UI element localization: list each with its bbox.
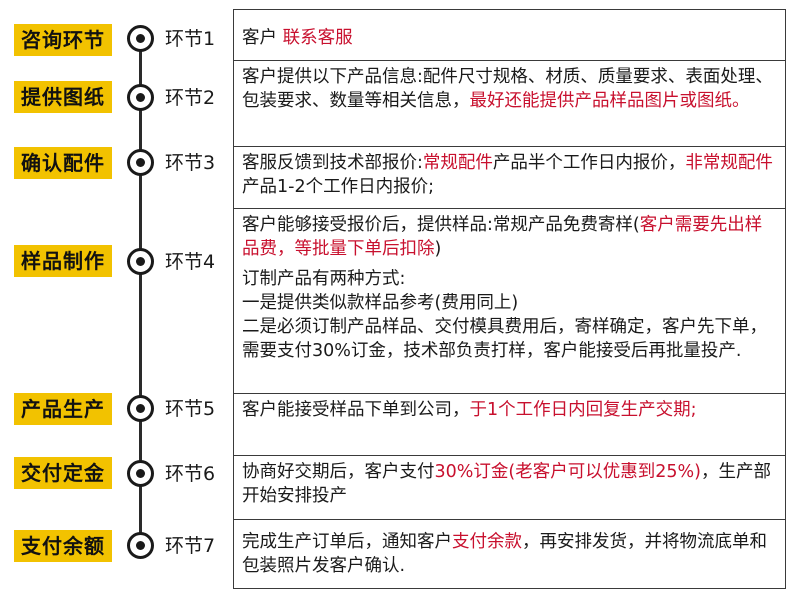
row-text: 客户能够接受报价后，提供样品:常规产品免费寄样(客户需要先出样品费，等批量下单后…: [242, 213, 777, 261]
timeline-node-icon: [127, 460, 154, 487]
row-text: 一是提供类似款样品参考(费用同上): [242, 293, 519, 313]
step-label: 环节6: [165, 463, 216, 485]
step-badge-consult: 咨询环节: [14, 24, 112, 56]
row-consult: 客户 联系客服: [234, 10, 785, 61]
row-drawings: 客户提供以下产品信息:配件尺寸规格、材质、质量要求、表面处理、包装要求、数量等相…: [234, 61, 785, 147]
text-span: 客户: [242, 28, 283, 48]
node-dot-icon: [136, 93, 145, 102]
step-label: 环节3: [165, 152, 216, 174]
highlight-span: 客户需要先出样品费，等批量下单后扣除: [242, 215, 763, 259]
timeline-node-icon: [127, 395, 154, 422]
timeline-node-icon: [127, 25, 154, 52]
step-label: 环节5: [165, 398, 216, 420]
timeline-node-icon: [127, 84, 154, 111]
row-balance: 完成生产订单后，通知客户支付余款，再安排发货，并将物流底单和包装照片发客户确认.: [234, 520, 785, 588]
row-text: 协商好交期后，客户支付30%订金(老客户可以优惠到25%)，生产部开始安排投产: [242, 460, 777, 508]
step-label: 环节7: [165, 535, 216, 557]
node-dot-icon: [136, 541, 145, 550]
row-deposit: 协商好交期后，客户支付30%订金(老客户可以优惠到25%)，生产部开始安排投产: [234, 456, 785, 520]
text-span: 产品半个工作日内报价，: [492, 153, 686, 173]
row-production: 客户能接受样品下单到公司，于1个工作日内回复生产交期;: [234, 394, 785, 456]
text-span: 客户能够接受报价后，提供样品:常规产品免费寄样(: [242, 215, 640, 235]
process-table: 客户 联系客服 客户提供以下产品信息:配件尺寸规格、材质、质量要求、表面处理、包…: [233, 9, 786, 589]
node-dot-icon: [136, 257, 145, 266]
timeline-node-icon: [127, 532, 154, 559]
highlight-span: 支付余款: [452, 532, 522, 552]
timeline-node-icon: [127, 248, 154, 275]
text-span: 完成生产订单后，通知客户: [242, 532, 452, 552]
text-span: 客户提供以下产品信息:配件尺寸规格、材质、质量要求、表面处理、包装要求、数量等相…: [242, 67, 773, 111]
step-label: 环节2: [165, 87, 216, 109]
text-span: 客户能接受样品下单到公司，: [242, 400, 470, 420]
highlight-span: 30%订金(老客户可以优惠到25%): [434, 462, 701, 482]
row-sample-making: 客户能够接受报价后，提供样品:常规产品免费寄样(客户需要先出样品费，等批量下单后…: [234, 209, 785, 394]
contact-service-link[interactable]: 联系客服: [282, 28, 353, 48]
highlight-span: 于1个工作日内回复生产交期;: [469, 400, 697, 420]
node-dot-icon: [136, 158, 145, 167]
step-badge-deposit: 交付定金: [14, 457, 112, 489]
row-text: 客户 联系客服: [242, 26, 777, 50]
timeline-node-icon: [127, 149, 154, 176]
step-badge-production: 产品生产: [14, 393, 112, 425]
row-text: 客服反馈到技术部报价:常规配件产品半个工作日内报价，非常规配件产品1-2个工作日…: [242, 151, 777, 199]
row-confirm-parts: 客服反馈到技术部报价:常规配件产品半个工作日内报价，非常规配件产品1-2个工作日…: [234, 147, 785, 209]
row-text: 客户能接受样品下单到公司，于1个工作日内回复生产交期;: [242, 398, 777, 422]
row-text: 完成生产订单后，通知客户支付余款，再安排发货，并将物流底单和包装照片发客户确认.: [242, 530, 777, 578]
text-span: ，再安排发货，并将物流底单和包装照片发客户确认.: [242, 532, 767, 576]
row-text: 客户提供以下产品信息:配件尺寸规格、材质、质量要求、表面处理、包装要求、数量等相…: [242, 65, 777, 113]
node-dot-icon: [136, 404, 145, 413]
text-span: 客服反馈到技术部报价:: [242, 153, 423, 173]
node-dot-icon: [136, 34, 145, 43]
text-span: ，生产部开始安排投产: [242, 462, 771, 506]
row-text: 二是必须订制产品样品、交付模具费用后，寄样确定，客户先下单，需要支付30%订金，…: [242, 317, 767, 361]
text-span: 协商好交期后，客户支付: [242, 462, 435, 482]
step-badge-drawings: 提供图纸: [14, 81, 112, 113]
step-label: 环节1: [165, 28, 216, 50]
highlight-span: 常规配件: [422, 153, 493, 173]
node-dot-icon: [136, 469, 145, 478]
text-span: 产品1-2个工作日内报价;: [242, 177, 434, 197]
highlight-span: 最好还能提供产品样品图片或图纸。: [469, 91, 750, 111]
step-badge-balance: 支付余额: [14, 530, 112, 562]
row-text: 订制产品有两种方式:: [242, 269, 406, 289]
step-badge-confirm-parts: 确认配件: [14, 147, 112, 179]
text-span: ): [434, 239, 442, 259]
highlight-span: 非常规配件: [685, 153, 773, 173]
step-label: 环节4: [165, 251, 216, 273]
timeline-line: [139, 36, 142, 544]
step-badge-sample-making: 样品制作: [14, 245, 112, 277]
